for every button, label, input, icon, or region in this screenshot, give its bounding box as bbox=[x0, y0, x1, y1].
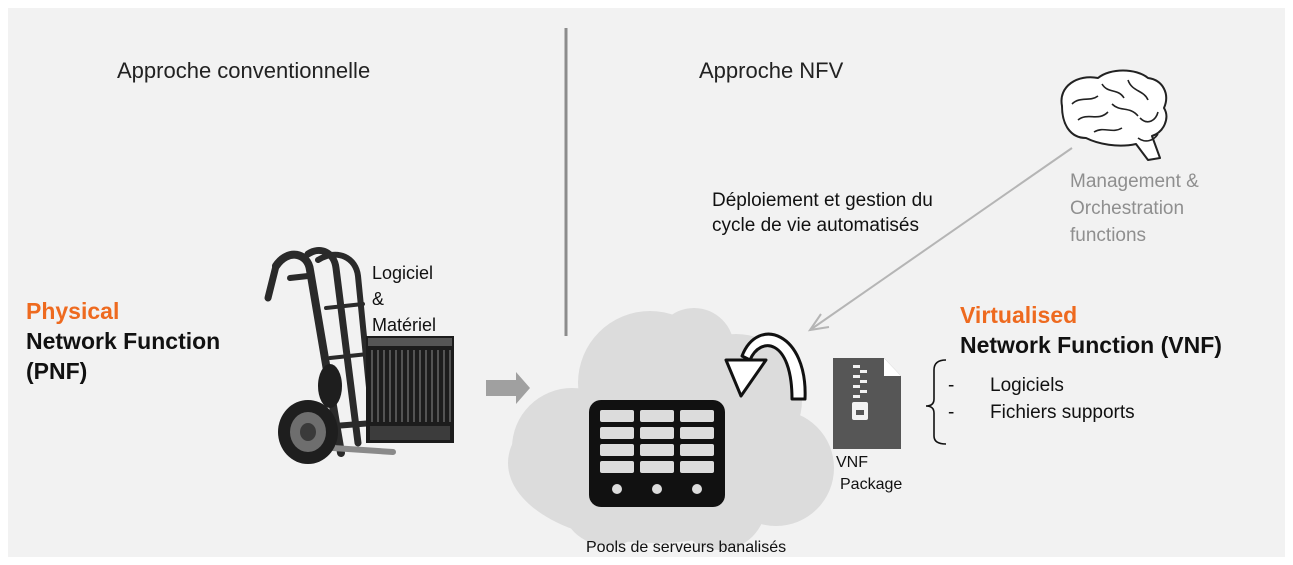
mano-label-line: Orchestration bbox=[1070, 198, 1185, 219]
vnf-label: Virtualised Network Function (VNF) bbox=[960, 300, 1222, 360]
hw-label-line: Matériel bbox=[372, 315, 437, 335]
hw-label-line: & bbox=[372, 289, 385, 309]
deploy-label: Déploiement et gestion du cycle de vie a… bbox=[712, 188, 933, 238]
vnf-items-list: -Logiciels -Fichiers supports bbox=[948, 372, 1135, 426]
curved-arrow-icon bbox=[724, 332, 807, 401]
hw-sw-label: Logiciel & Matériel bbox=[372, 260, 436, 338]
brain-folds bbox=[1071, 79, 1159, 142]
vnf-item: -Logiciels bbox=[948, 375, 1064, 396]
deploy-label-line: cycle de vie automatisés bbox=[712, 215, 919, 236]
mano-label: Management & Orchestration functions bbox=[1070, 168, 1199, 249]
vnf-line1: Network Function (VNF) bbox=[960, 332, 1222, 358]
slide: Approche conventionnelle Approche NFV Ph… bbox=[8, 8, 1285, 557]
pnf-line1: Network Function bbox=[26, 328, 221, 354]
zip-file-icon bbox=[833, 358, 901, 449]
package-label-line: Package bbox=[840, 476, 903, 493]
pnf-line2: (PNF) bbox=[26, 358, 88, 384]
mano-label-line: Management & bbox=[1070, 171, 1199, 192]
brain-icon bbox=[1060, 69, 1168, 161]
mano-label-line: functions bbox=[1070, 225, 1147, 246]
server-rack-icon bbox=[589, 400, 725, 507]
arrow-right-icon bbox=[486, 372, 530, 404]
pnf-accent: Physical bbox=[26, 298, 120, 324]
deploy-label-line: Déploiement et gestion du bbox=[712, 190, 933, 211]
cloud-label: Pools de serveurs banalisés bbox=[586, 539, 787, 556]
brace-icon bbox=[925, 359, 947, 445]
mano-arrow bbox=[807, 147, 1073, 332]
diagram-graphics bbox=[264, 28, 1168, 550]
wheel-icon bbox=[278, 364, 342, 464]
conventional-title: Approche conventionnelle bbox=[117, 58, 371, 83]
vnf-package-label: VNF Package bbox=[836, 452, 902, 496]
vnf-item: -Fichiers supports bbox=[948, 402, 1135, 423]
vnf-accent: Virtualised bbox=[960, 302, 1078, 328]
hw-label-line: Logiciel bbox=[372, 263, 434, 283]
package-label-line: VNF bbox=[836, 454, 868, 471]
nfv-title: Approche NFV bbox=[699, 58, 844, 83]
chassis-icon bbox=[366, 336, 454, 443]
pnf-label: Physical Network Function (PNF) bbox=[26, 296, 220, 386]
